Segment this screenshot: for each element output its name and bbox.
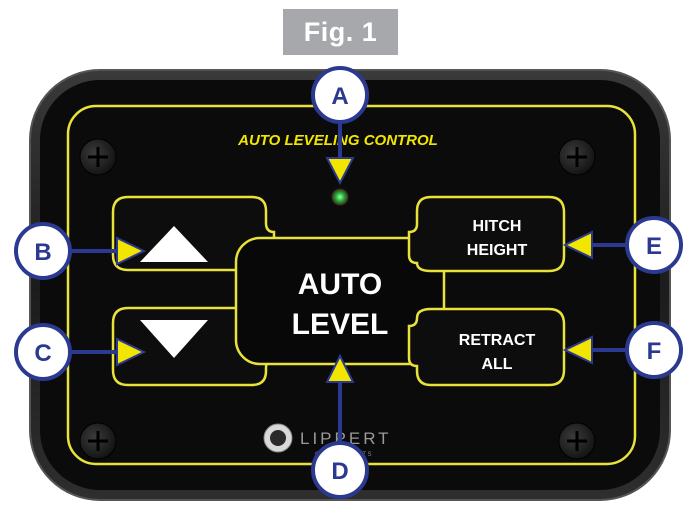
panel-title: AUTO LEVELING CONTROL bbox=[237, 132, 438, 149]
retract-all-button[interactable]: RETRACT ALL bbox=[407, 307, 566, 387]
up-arrow-icon bbox=[140, 226, 208, 262]
status-led bbox=[330, 187, 350, 207]
callout-f-label: F bbox=[647, 338, 662, 365]
screw-icon bbox=[79, 138, 117, 176]
screw-icon bbox=[558, 138, 596, 176]
callout-a-label: A bbox=[331, 83, 348, 110]
hitch-height-label-line1: HITCH bbox=[473, 218, 522, 235]
callout-d: D bbox=[311, 441, 369, 499]
auto-level-label-line2: LEVEL bbox=[292, 308, 389, 341]
screw-icon bbox=[79, 422, 117, 460]
figure-label: Fig. 1 bbox=[283, 9, 398, 55]
callout-c-label: C bbox=[34, 340, 51, 367]
callout-b-label: B bbox=[34, 239, 51, 266]
down-arrow-icon bbox=[140, 320, 208, 358]
auto-level-label-line1: AUTO bbox=[298, 268, 382, 301]
callout-b: B bbox=[14, 222, 72, 280]
auto-level-button[interactable]: AUTO LEVEL bbox=[234, 236, 446, 366]
screw-icon bbox=[558, 422, 596, 460]
retract-all-label-line1: RETRACT bbox=[459, 332, 536, 349]
hitch-height-label-line2: HEIGHT bbox=[467, 242, 528, 259]
retract-all-label-line2: ALL bbox=[481, 356, 512, 373]
callout-e-label: E bbox=[646, 233, 662, 260]
callout-f: F bbox=[625, 321, 683, 379]
callout-d-arrowhead bbox=[325, 353, 355, 383]
callout-c: C bbox=[14, 323, 72, 381]
callout-e-arrowhead bbox=[562, 230, 593, 260]
callout-b-arrowhead bbox=[116, 236, 147, 266]
hitch-height-button[interactable]: HITCH HEIGHT bbox=[407, 195, 566, 273]
callout-a-arrowhead bbox=[325, 157, 355, 186]
callout-c-arrowhead bbox=[116, 337, 147, 367]
callout-a: A bbox=[311, 66, 369, 124]
callout-d-label: D bbox=[331, 458, 348, 485]
brand-name: LIPPERT bbox=[300, 429, 392, 448]
callout-e: E bbox=[625, 216, 683, 274]
callout-f-arrowhead bbox=[562, 335, 593, 365]
